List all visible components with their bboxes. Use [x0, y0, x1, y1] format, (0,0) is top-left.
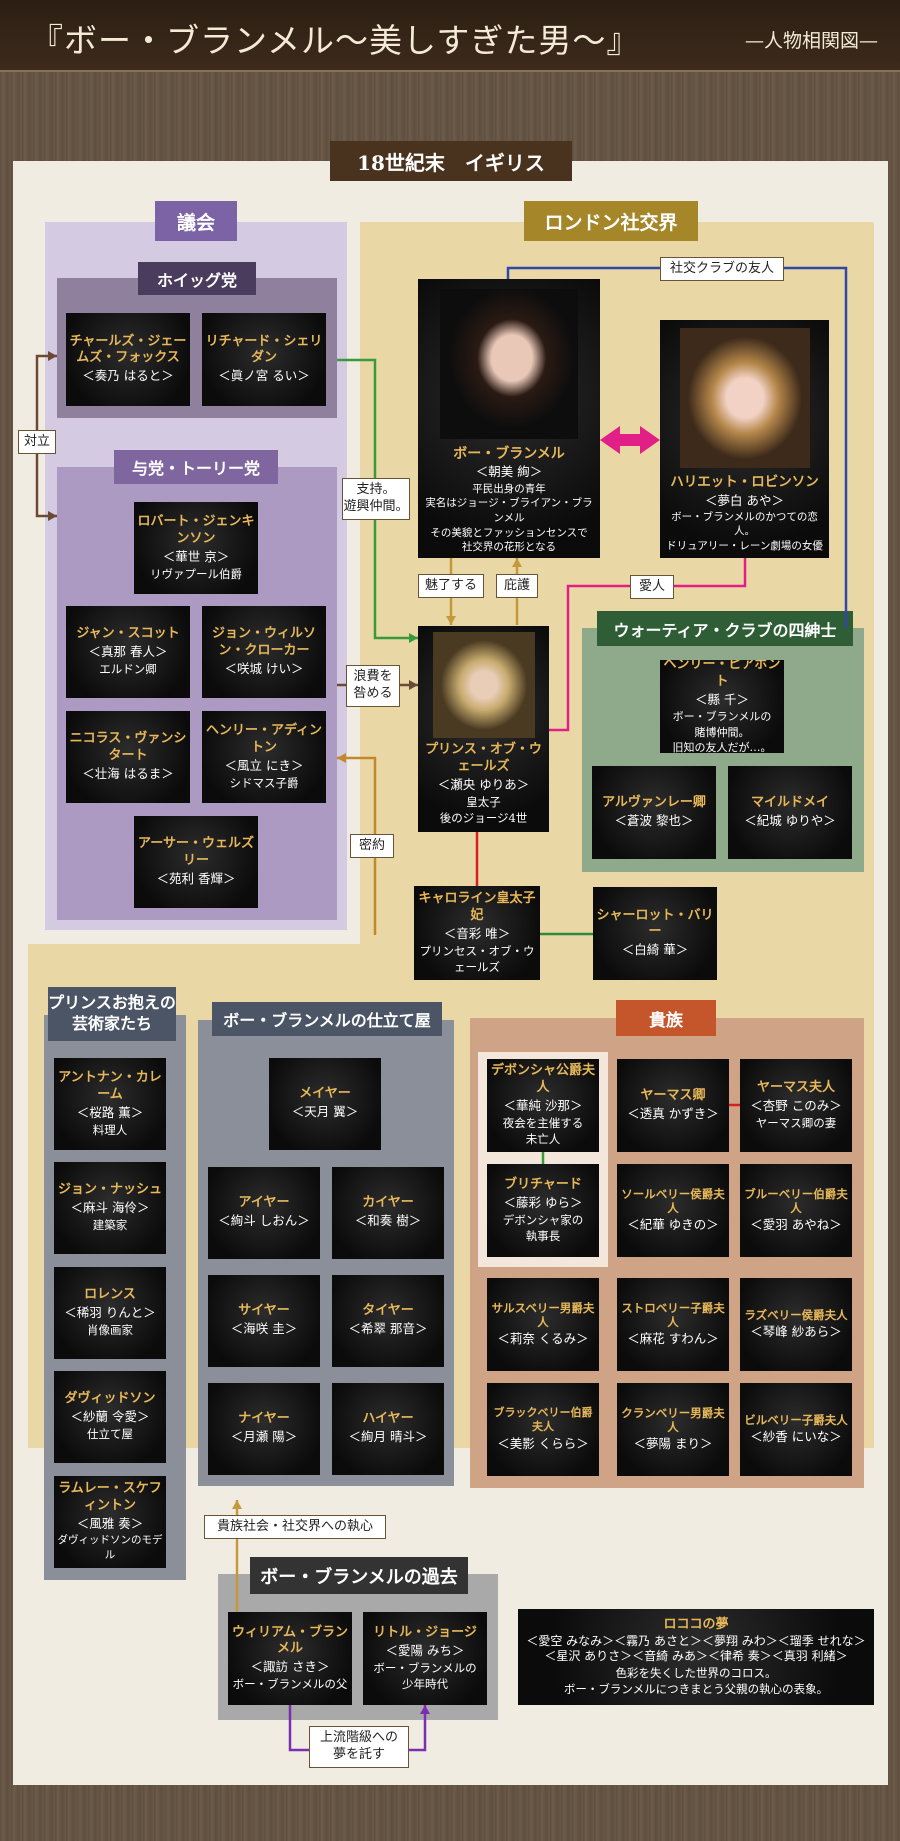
character-card: ダヴィッドソン＜紗蘭 令愛＞仕立て屋: [54, 1371, 166, 1463]
dream-tag: 上流階級への 夢を託す: [309, 1726, 409, 1768]
harriette-card: ハリエット・ロビンソン ＜夢白 あや＞ ボー・ブランメルのかつての恋人。 ドリュ…: [660, 320, 829, 558]
arrowhead: [512, 558, 522, 567]
character-card: アイヤー＜絢斗 しおん＞: [208, 1167, 320, 1259]
charm-tag: 魅了する: [418, 574, 484, 598]
character-card: ストロベリー子爵夫人＜麻花 すわん＞: [617, 1278, 729, 1371]
arrowhead: [232, 1500, 242, 1509]
character-card: ヤーマス卿＜透真 かずき＞: [617, 1059, 729, 1152]
character-card: ヤーマス夫人＜杏野 このみ＞ヤーマス卿の妻: [740, 1059, 852, 1152]
character-card: メイヤー＜天月 翼＞: [269, 1058, 381, 1150]
arrowhead: [409, 633, 418, 643]
lover-line: [549, 558, 747, 732]
brummell-card: ボー・ブランメル ＜朝美 絢＞ 平民出身の青年 実名はジョージ・ブライアン・ブラ…: [418, 279, 600, 558]
patron-tag: 庇護: [496, 574, 538, 598]
character-card: リチャード・シェリダン＜眞ノ宮 るい＞: [202, 313, 326, 406]
arrowhead: [420, 1705, 430, 1714]
character-card: ロバート・ジェンキンソン＜華世 京＞リヴァプール伯爵: [134, 502, 258, 594]
character-card: ナイヤー＜月瀬 陽＞: [208, 1383, 320, 1475]
character-card: クランベリー男爵夫人＜夢陽 まり＞: [617, 1383, 729, 1476]
society-title: ロンドン社交界: [524, 201, 698, 241]
character-card: ジョン・ウィルソン・クローカー＜咲城 けい＞: [202, 606, 326, 698]
character-card: ラムレー・スケフィントン＜風雅 奏＞ダヴィッドソンのモデル: [54, 1476, 166, 1568]
header-bar: 『ボー・ブランメル〜美しすぎた男〜』 —人物相関図—: [0, 0, 900, 72]
support-tag: 支持。 遊興仲間。: [342, 478, 410, 520]
artists-title: プリンスお抱えの 芸術家たち: [48, 987, 176, 1041]
parliament-title: 議会: [155, 201, 237, 241]
character-card: シャーロット・バリー＜白綺 華＞: [593, 887, 717, 980]
prince-card: プリンス・オブ・ウェールズ ＜瀬央 ゆりあ＞ 皇太子 後のジョージ4世: [418, 626, 549, 832]
character-card: ジャン・スコット＜真那 春人＞エルドン卿: [66, 606, 190, 698]
character-card: リトル・ジョージ＜愛陽 みち＞ボー・ブランメルの 少年時代: [363, 1612, 487, 1705]
character-card: タイヤー＜希翠 那音＞: [332, 1275, 444, 1367]
brummell-portrait: [440, 289, 578, 440]
setting-banner: 18世紀末 イギリス: [330, 141, 572, 181]
character-card: ラズベリー侯爵夫人＜琴峰 紗あら＞: [740, 1278, 852, 1371]
character-card: ソールベリー侯爵夫人＜紀華 ゆきの＞: [617, 1164, 729, 1257]
character-card: ジョン・ナッシュ＜麻斗 海伶＞建築家: [54, 1162, 166, 1254]
page-subtitle: —人物相関図—: [744, 30, 878, 52]
character-card: ニコラス・ヴァンシタート＜壮海 はるま＞: [66, 711, 190, 803]
character-card: ヘンリー・ピアポント＜縣 千＞ボー・ブランメルの 賭博仲間。 旧知の友人だが…。: [660, 660, 784, 753]
character-card: サルスベリー男爵夫人＜莉奈 くるみ＞: [487, 1278, 599, 1371]
character-card: アーサー・ウェルズリー＜苑利 香輝＞: [134, 816, 258, 908]
character-card: アルヴァンレー卿＜蒼波 黎也＞: [592, 766, 716, 859]
arrowhead: [337, 753, 346, 763]
secret-tag: 密約: [350, 834, 394, 858]
character-card: サイヤー＜海咲 圭＞: [208, 1275, 320, 1367]
character-card: ブラックベリー伯爵夫人＜美影 くらら＞: [487, 1383, 599, 1476]
waste-tag: 浪費を 咎める: [346, 665, 400, 707]
nobles-title: 貴族: [616, 1000, 716, 1036]
mutual-arrow: [600, 426, 660, 454]
tailors-title: ボー・ブランメルの仕立て屋: [212, 1002, 442, 1036]
character-card: ロレンス＜稀羽 りんと＞肖像画家: [54, 1267, 166, 1359]
obsession-tag: 貴族社会・社交界への執心: [204, 1515, 386, 1539]
prince-portrait: [432, 632, 535, 738]
character-card: カイヤー＜和奏 樹＞: [332, 1167, 444, 1259]
character-card: ブルーベリー伯爵夫人＜愛羽 あやね＞: [740, 1164, 852, 1257]
harriette-portrait: [679, 328, 810, 468]
arrowhead: [48, 351, 57, 361]
arrowhead: [48, 511, 57, 521]
tory-title: 与党・トーリー党: [114, 450, 278, 484]
character-card: キャロライン皇太子妃＜音彩 唯＞プリンセス・オブ・ウェールズ: [414, 886, 540, 980]
character-card: ビルベリー子爵夫人＜紗香 にいな＞: [740, 1383, 852, 1476]
whig-title: ホイッグ党: [138, 262, 256, 295]
character-card: ハイヤー＜絢月 晴斗＞: [332, 1383, 444, 1475]
lover-tag: 愛人: [630, 575, 674, 599]
character-card: チャールズ・ジェームズ・フォックス＜奏乃 はると＞: [66, 313, 190, 406]
page-title: 『ボー・ブランメル〜美しすぎた男〜』: [30, 21, 641, 60]
past-title: ボー・ブランメルの過去: [250, 1557, 468, 1594]
character-card: デボンシャ公爵夫人＜華純 沙那＞夜会を主催する 未亡人: [487, 1059, 599, 1152]
character-card: マイルドメイ＜紀城 ゆりや＞: [728, 766, 852, 859]
oppose-tag: 対立: [18, 430, 56, 454]
club-friend-tag: 社交クラブの友人: [660, 257, 784, 281]
arrowhead: [409, 680, 418, 690]
character-card: アントナン・カレーム＜桜路 薫＞料理人: [54, 1058, 166, 1150]
arrowhead: [446, 616, 456, 625]
character-card: ウィリアム・ブランメル＜諏訪 さき＞ボー・ブランメルの父: [228, 1612, 352, 1705]
character-card: ブリチャード＜藤彩 ゆら＞デボンシャ家の 執事長: [487, 1164, 599, 1257]
rococo-card: ロココの夢 ＜愛空 みなみ＞＜霧乃 あさと＞＜夢翔 みわ＞＜瑠季 せれな＞ ＜星…: [518, 1609, 874, 1705]
secret-line: [337, 756, 377, 935]
character-card: ヘンリー・アディントン＜風立 にき＞シドマス子爵: [202, 711, 326, 803]
club-title: ウォーティア・クラブの四紳士: [597, 611, 853, 646]
